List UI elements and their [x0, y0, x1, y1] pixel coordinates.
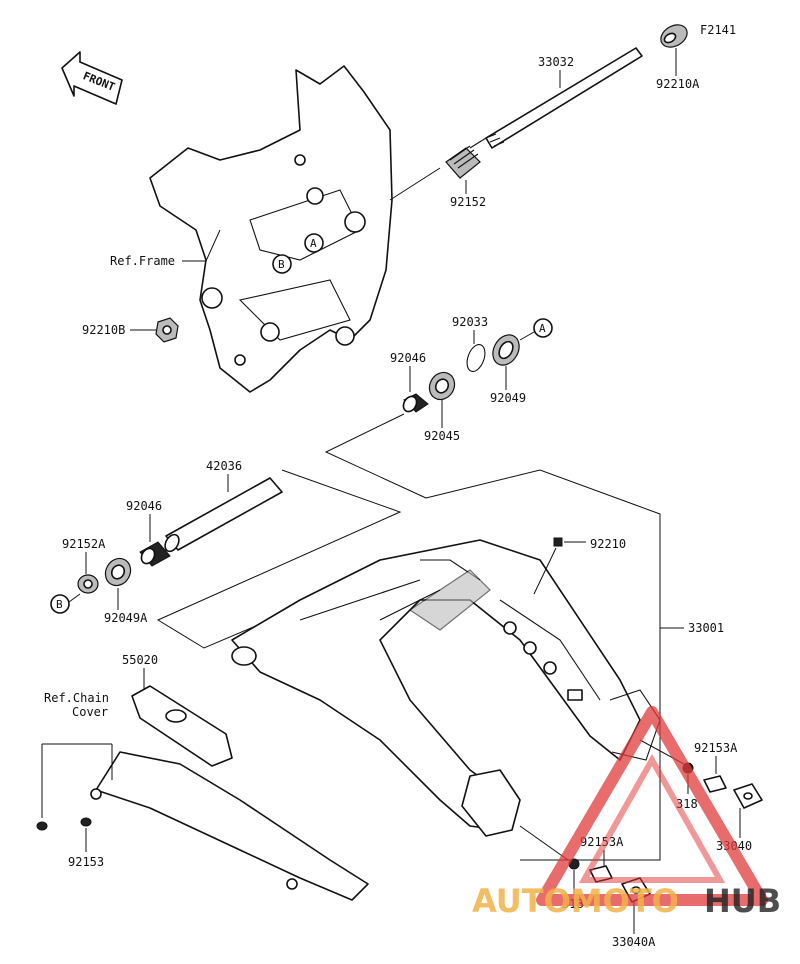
callout-a-frame: A — [304, 233, 324, 253]
label-92153: 92153 — [68, 855, 104, 869]
ref-frame-label: Ref.Frame — [110, 254, 175, 268]
seal-92049 — [492, 334, 520, 366]
label-33040A: 33040A — [612, 935, 656, 949]
watermark-text-part2: HUB — [704, 882, 781, 920]
label-42036: 42036 — [206, 459, 242, 473]
callout-a-seal: A — [533, 318, 553, 338]
callout-b-collar: B — [50, 594, 70, 614]
adjuster-33040 — [733, 783, 763, 809]
label-92153A-right: 92153A — [694, 741, 738, 755]
label-55020: 55020 — [122, 653, 158, 667]
svg-text:A: A — [539, 322, 546, 335]
seal-92049A — [104, 557, 132, 587]
collar-92152A — [77, 574, 99, 594]
bolt-92210 — [553, 537, 563, 547]
chain-guard-55020 — [131, 685, 233, 767]
collar-92152 — [445, 145, 481, 179]
label-92153A-bottom: 92153A — [580, 835, 624, 849]
bearing-92046-top — [402, 393, 429, 413]
watermark-logo — [536, 706, 768, 906]
label-92210: 92210 — [590, 537, 626, 551]
label-92210B: 92210B — [82, 323, 125, 337]
bolt-92153-b — [80, 817, 92, 827]
label-33032: 33032 — [538, 55, 574, 69]
figure-code: F2141 — [700, 23, 736, 37]
ref-chain-cover-line1: Ref.Chain — [44, 691, 109, 705]
label-92152A: 92152A — [62, 537, 106, 551]
chain-cover-ref — [90, 751, 369, 901]
sleeve-42036 — [164, 477, 283, 553]
label-92152: 92152 — [450, 195, 486, 209]
svg-text:B: B — [56, 598, 63, 611]
swingarm-33001 — [231, 539, 661, 837]
circlip-92033 — [466, 344, 486, 372]
label-92045: 92045 — [424, 429, 460, 443]
nut-92210A — [660, 24, 688, 48]
axle-33032 — [469, 47, 643, 149]
front-arrow-icon: FRONT — [61, 51, 123, 105]
ref-chain-cover-line2: Cover — [72, 705, 108, 719]
label-92033: 92033 — [452, 315, 488, 329]
label-92210A: 92210A — [656, 77, 700, 91]
callout-b-frame: B — [272, 254, 292, 274]
label-92049A: 92049A — [104, 611, 148, 625]
svg-text:B: B — [278, 258, 285, 271]
frame-outline — [149, 65, 393, 393]
label-92046-mid: 92046 — [126, 499, 162, 513]
bearing-92045 — [428, 371, 456, 401]
bearing-92046-mid — [139, 541, 171, 567]
label-33001: 33001 — [688, 621, 724, 635]
label-92046-top: 92046 — [390, 351, 426, 365]
bolt-92153A-right — [703, 775, 727, 793]
label-92049: 92049 — [490, 391, 526, 405]
watermark-text-part1: AUTOMOTO — [472, 882, 679, 920]
nut-92210B — [155, 317, 179, 343]
svg-text:A: A — [310, 237, 317, 250]
bolt-92153-a — [36, 821, 48, 831]
